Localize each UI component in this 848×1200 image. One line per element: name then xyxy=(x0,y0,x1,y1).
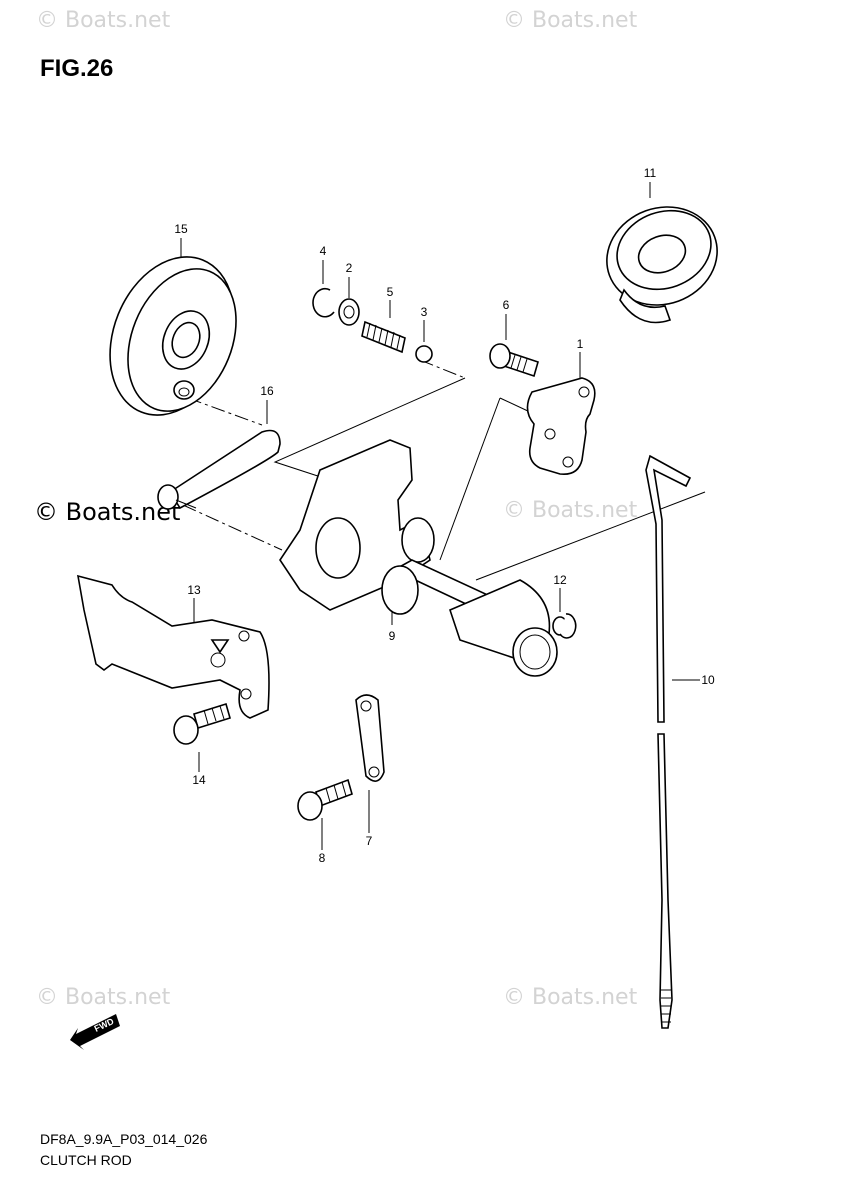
assembly-lines xyxy=(182,359,706,581)
callout-16: 16 xyxy=(260,384,274,398)
callout-12: 12 xyxy=(553,573,567,587)
callout-3: 3 xyxy=(420,305,428,319)
bolt-part xyxy=(297,778,353,821)
callout-15: 15 xyxy=(174,222,188,236)
callout-4: 4 xyxy=(319,244,327,258)
small-parts xyxy=(312,287,433,363)
figure-code: DF8A_9.9A_P03_014_026 xyxy=(40,1131,208,1147)
clip-part xyxy=(559,613,577,639)
callout-10: 10 xyxy=(701,673,715,687)
watermark: © Boats.net xyxy=(503,8,638,33)
bolt-part xyxy=(173,702,231,745)
callout-8: 8 xyxy=(318,851,326,865)
grommet-part xyxy=(606,206,718,324)
callout-14: 14 xyxy=(192,773,206,787)
watermark: © Boats.net xyxy=(503,498,638,523)
pulley-part xyxy=(109,256,237,416)
callout-2: 2 xyxy=(345,261,353,275)
fwd-arrow-icon: FWD xyxy=(70,1014,120,1050)
watermark: © Boats.net xyxy=(36,8,171,33)
bracket-part xyxy=(76,574,270,719)
plate-part xyxy=(526,377,596,476)
bolt-part xyxy=(489,343,539,378)
callout-1: 1 xyxy=(576,337,584,351)
callout-6: 6 xyxy=(502,298,510,312)
watermark: © Boats.net xyxy=(34,498,181,526)
figure-name: CLUTCH ROD xyxy=(40,1152,132,1168)
lever-part xyxy=(157,429,281,510)
callout-7: 7 xyxy=(365,834,373,848)
callout-9: 9 xyxy=(388,629,396,643)
figure-title: FIG.26 xyxy=(40,55,114,82)
clutch-rod-part xyxy=(645,454,692,1029)
watermark: © Boats.net xyxy=(503,985,638,1010)
callout-11: 11 xyxy=(643,166,657,180)
callout-5: 5 xyxy=(386,285,394,299)
link-plate-part xyxy=(355,694,385,782)
clutch-shaft-part xyxy=(279,439,568,677)
callout-13: 13 xyxy=(187,583,201,597)
watermark: © Boats.net xyxy=(36,985,171,1010)
